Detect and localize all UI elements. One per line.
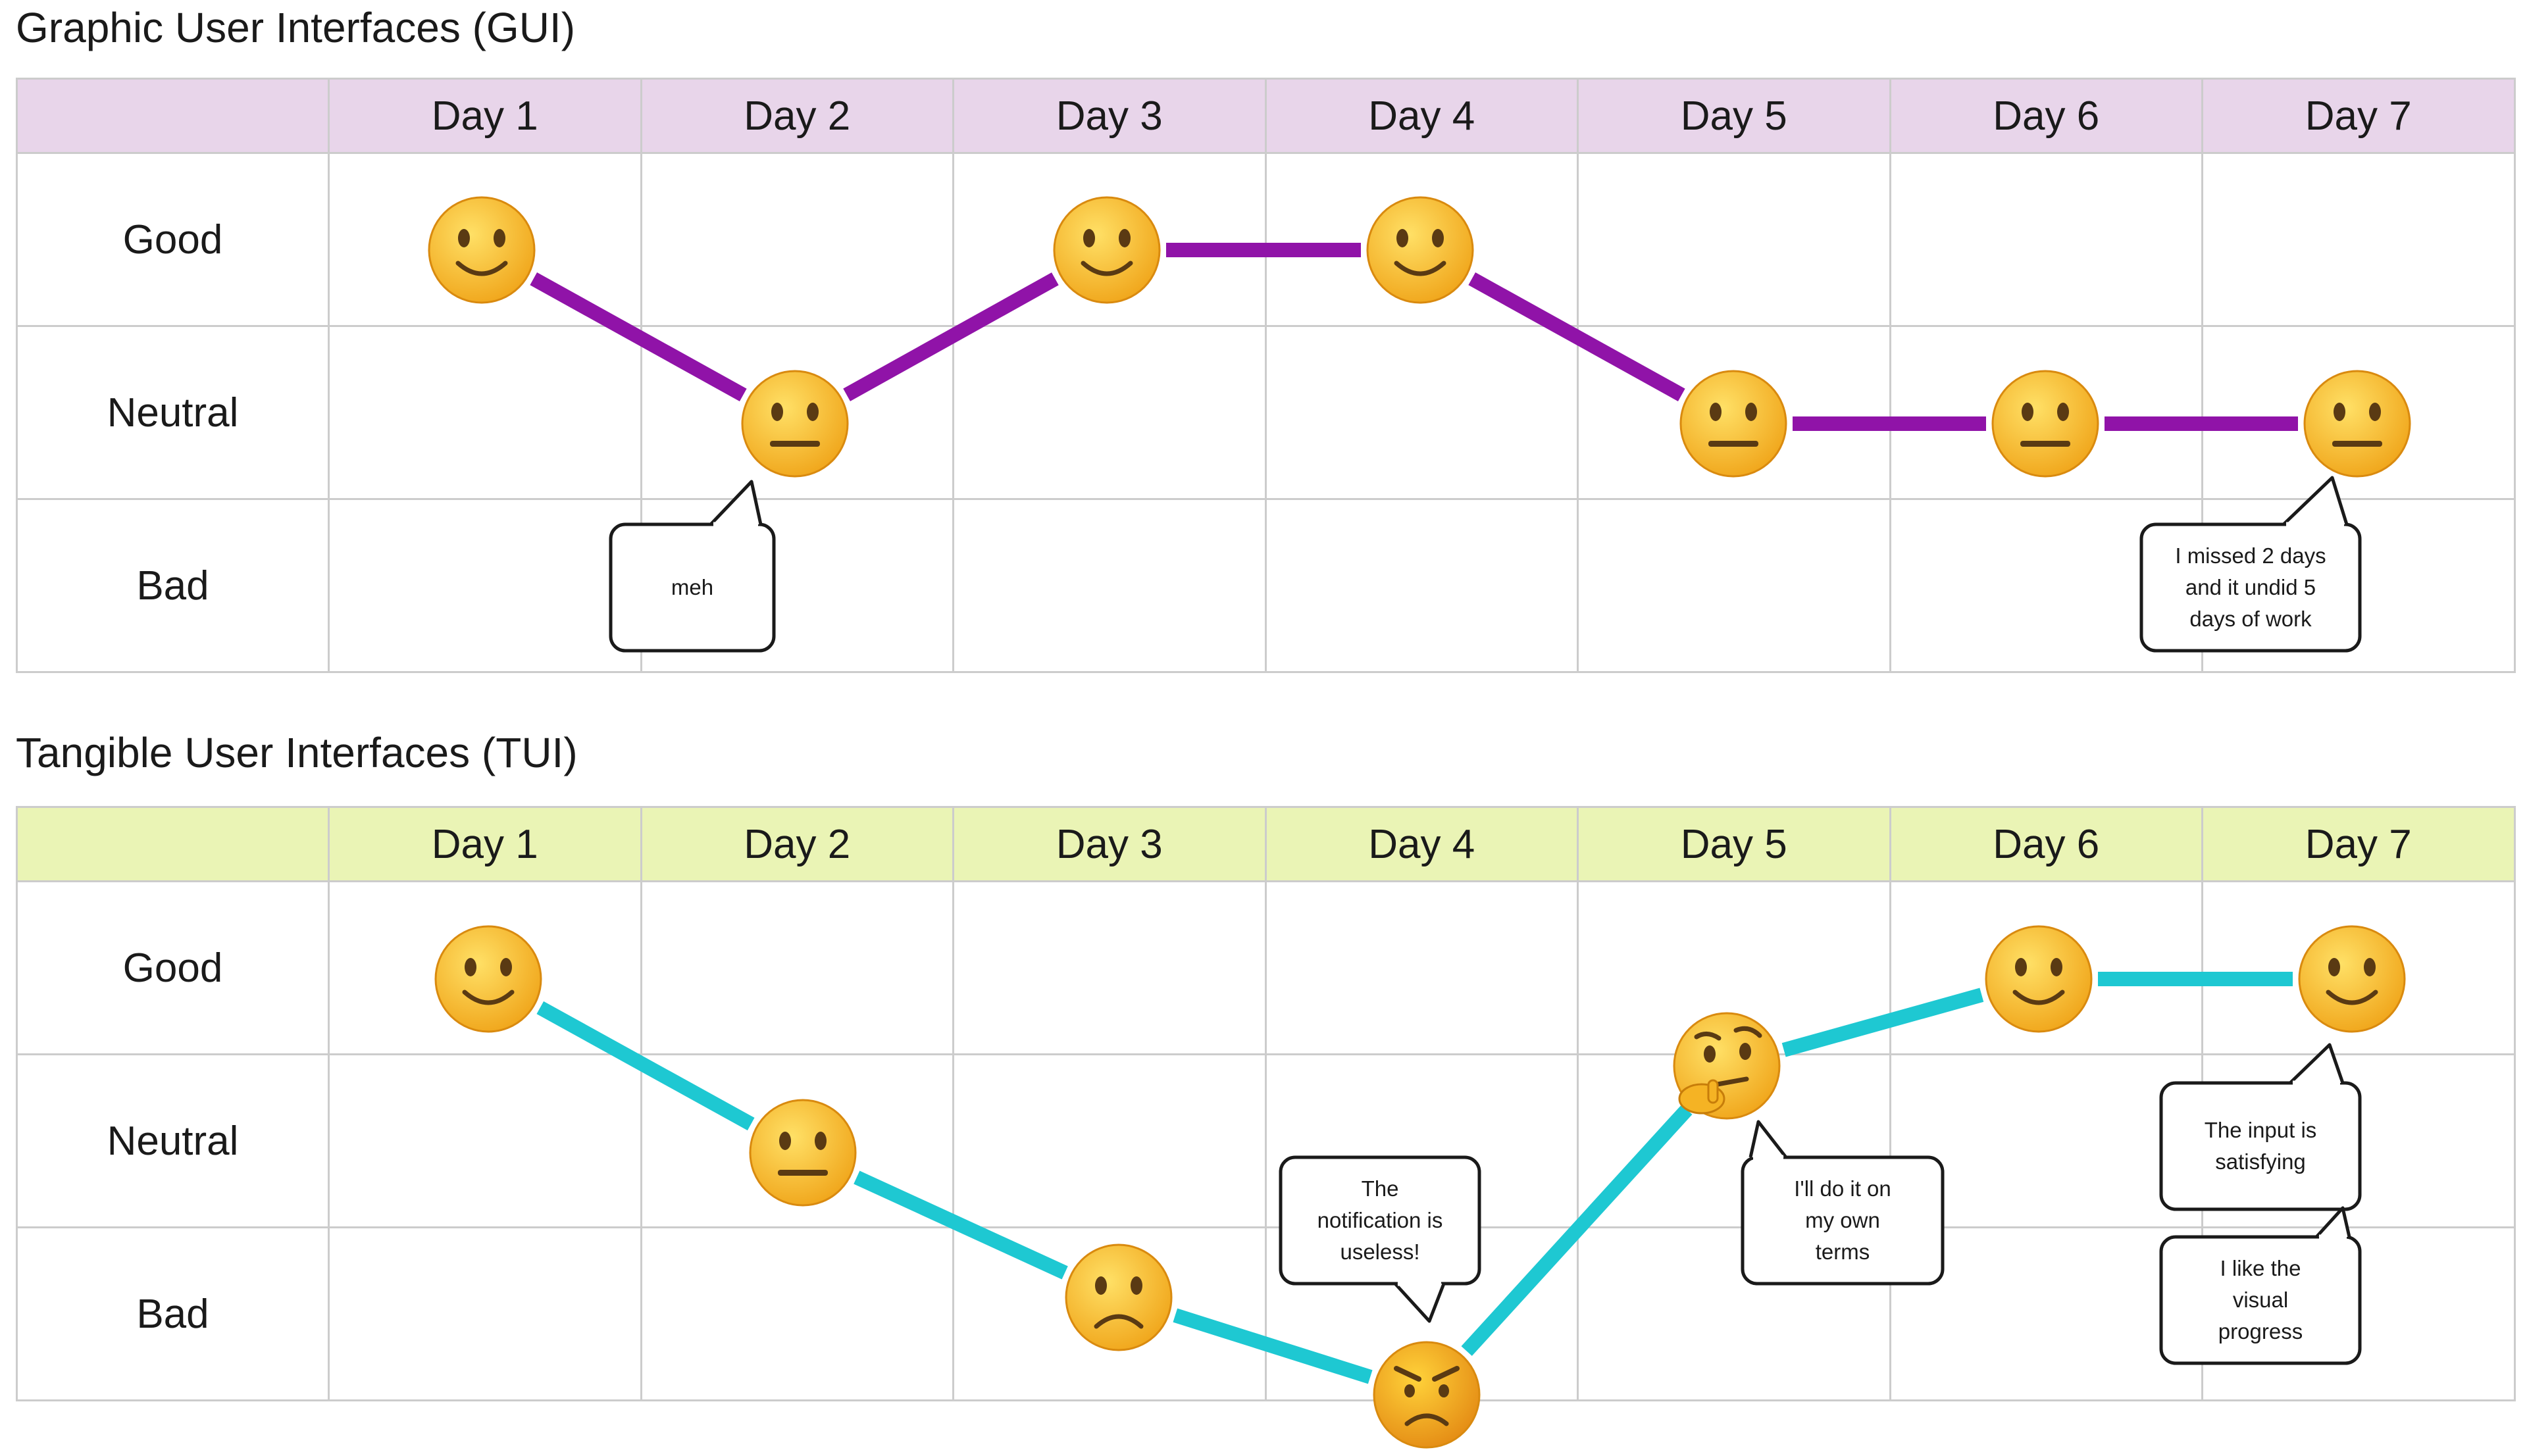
grid-cell	[1264, 1226, 1579, 1401]
day-header: Day 2	[640, 806, 954, 882]
gui-row-bad: Bad	[16, 498, 2516, 673]
grid-cell	[1889, 325, 2203, 500]
tui-section-title: Tangible User Interfaces (TUI)	[16, 729, 578, 776]
day-header: Day 4	[1264, 78, 1579, 154]
grid-cell	[1264, 498, 1579, 673]
tui-header-row: Day 1 Day 2 Day 3 Day 4 Day 5 Day 6 Day …	[16, 806, 2516, 882]
grid-cell	[2201, 325, 2516, 500]
day-header: Day 4	[1264, 806, 1579, 882]
day-header: Day 1	[328, 806, 642, 882]
grid-cell	[1889, 498, 2203, 673]
grid-cell	[2201, 880, 2516, 1055]
grid-cell	[640, 498, 954, 673]
grid-cell	[1264, 1053, 1579, 1228]
grid-cell	[1264, 880, 1579, 1055]
grid-cell	[1889, 880, 2203, 1055]
grid-cell	[328, 1053, 642, 1228]
grid-cell	[640, 325, 954, 500]
row-label-neutral: Neutral	[16, 325, 330, 500]
row-label-bad: Bad	[16, 498, 330, 673]
gui-row-good: Good	[16, 152, 2516, 327]
day-header: Day 1	[328, 78, 642, 154]
gui-row-neutral: Neutral	[16, 325, 2516, 500]
grid-cell	[1889, 152, 2203, 327]
day-header: Day 2	[640, 78, 954, 154]
tui-row-bad: Bad	[16, 1226, 2516, 1401]
day-header: Day 7	[2201, 78, 2516, 154]
row-label-neutral: Neutral	[16, 1053, 330, 1228]
day-header: Day 5	[1577, 806, 1891, 882]
grid-cell	[1889, 1226, 2203, 1401]
grid-cell	[328, 325, 642, 500]
grid-cell	[640, 1226, 954, 1401]
row-label-good: Good	[16, 152, 330, 327]
tui-row-good: Good	[16, 880, 2516, 1055]
grid-cell	[1889, 1053, 2203, 1228]
row-label-bad: Bad	[16, 1226, 330, 1401]
day-header: Day 3	[952, 806, 1267, 882]
grid-cell	[2201, 1226, 2516, 1401]
day-header: Day 6	[1889, 806, 2203, 882]
grid-cell	[328, 152, 642, 327]
gui-header-row: Day 1 Day 2 Day 3 Day 4 Day 5 Day 6 Day …	[16, 78, 2516, 154]
header-corner-cell	[16, 78, 330, 154]
day-header: Day 3	[952, 78, 1267, 154]
grid-cell	[2201, 152, 2516, 327]
grid-cell	[1577, 1053, 1891, 1228]
gui-journey-grid: Day 1 Day 2 Day 3 Day 4 Day 5 Day 6 Day …	[16, 78, 2516, 673]
grid-cell	[1577, 152, 1891, 327]
tui-journey-grid: Day 1 Day 2 Day 3 Day 4 Day 5 Day 6 Day …	[16, 806, 2516, 1401]
grid-cell	[640, 880, 954, 1055]
grid-cell	[1577, 1226, 1891, 1401]
grid-cell	[952, 1053, 1267, 1228]
grid-cell	[1577, 880, 1891, 1055]
grid-cell	[952, 1226, 1267, 1401]
day-header: Day 6	[1889, 78, 2203, 154]
grid-cell	[952, 152, 1267, 327]
grid-cell	[952, 325, 1267, 500]
grid-cell	[2201, 498, 2516, 673]
day-header: Day 5	[1577, 78, 1891, 154]
header-corner-cell	[16, 806, 330, 882]
grid-cell	[1264, 325, 1579, 500]
grid-cell	[328, 880, 642, 1055]
grid-cell	[1264, 152, 1579, 327]
grid-cell	[328, 1226, 642, 1401]
grid-cell	[1577, 325, 1891, 500]
grid-cell	[1577, 498, 1891, 673]
tui-row-neutral: Neutral	[16, 1053, 2516, 1228]
day-header: Day 7	[2201, 806, 2516, 882]
grid-cell	[640, 152, 954, 327]
row-label-good: Good	[16, 880, 330, 1055]
grid-cell	[328, 498, 642, 673]
grid-cell	[640, 1053, 954, 1228]
grid-cell	[2201, 1053, 2516, 1228]
grid-cell	[952, 498, 1267, 673]
grid-cell	[952, 880, 1267, 1055]
gui-section-title: Graphic User Interfaces (GUI)	[16, 4, 575, 51]
